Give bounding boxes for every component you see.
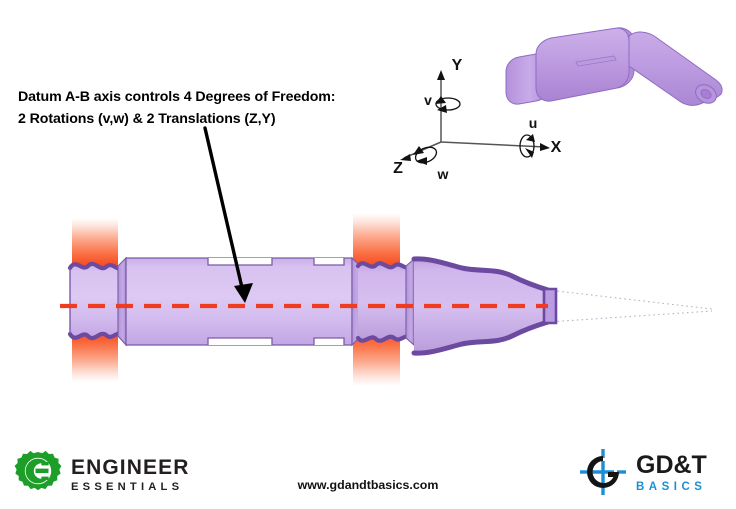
taper-construction-lines (547, 289, 713, 323)
iso-shaft-body (505, 27, 723, 106)
gear-icon (14, 450, 62, 491)
rotation-w-symbol (414, 146, 438, 164)
datum-target-icon (580, 449, 626, 495)
footer-url: www.gdandtbasics.com (297, 478, 439, 492)
right-datum-wavy-bottom (355, 334, 413, 343)
annotation-line-2: 2 Rotations (v,w) & 2 Translations (Z,Y) (18, 111, 276, 127)
rotation-u-label: u (529, 115, 538, 131)
left-datum-wavy-bottom (67, 331, 125, 341)
left-datum-wavy-top (67, 261, 125, 271)
cone-base-shoulder (405, 257, 415, 347)
datum-bar-right-top (353, 213, 400, 269)
rotation-v-symbol (435, 97, 461, 111)
left-shoulder (117, 256, 127, 347)
taper-cone-wavy-bottom (411, 319, 551, 356)
engineer-essentials-subtitle: ESSENTIALS (71, 480, 184, 493)
annotation-text-block: Datum A-B axis controls 4 Degrees of Fre… (18, 86, 418, 130)
right-datum-wavy-top (355, 261, 413, 270)
gdt-basics-logo: GD&T BASICS (578, 447, 707, 497)
annotation-leader-arrow (203, 126, 253, 303)
rotation-u-symbol (519, 134, 535, 158)
z-axis-label: Z (393, 160, 403, 177)
gdt-basics-name: GD&T (636, 451, 707, 480)
datum-bar-left-top (72, 218, 118, 268)
shaft-cross-section (67, 256, 558, 356)
right-datum-journal-fill (358, 263, 410, 341)
axis-arrowheads (400, 70, 550, 161)
engineer-essentials-logo: ENGINEER ESSENTIALS (14, 450, 190, 498)
x-axis-line (440, 141, 546, 148)
taper-cone-wavy-top (411, 256, 551, 293)
rotation-w-label: w (437, 166, 449, 182)
annotation-line-1: Datum A-B axis controls 4 Degrees of Fre… (18, 89, 336, 105)
y-axis-label: Y (452, 57, 463, 74)
left-datum-journal-fill (70, 263, 122, 339)
cone-end-face (542, 287, 558, 325)
engineer-essentials-name: ENGINEER (71, 455, 190, 479)
gdt-basics-subtitle: BASICS (636, 481, 707, 494)
rotation-v-label: v (424, 92, 432, 108)
x-axis-label: X (551, 139, 562, 156)
